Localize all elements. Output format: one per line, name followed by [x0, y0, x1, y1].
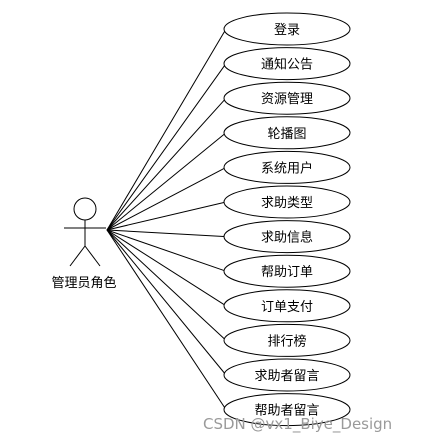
association-line — [106, 229, 227, 238]
use-case-label: 求助类型 — [261, 196, 313, 211]
use-case-label: 登录 — [274, 23, 300, 38]
use-case-label: 系统用户 — [261, 160, 313, 176]
use-case-12: 帮助者留言 — [223, 393, 351, 427]
use-case-4: 轮播图 — [223, 116, 351, 150]
association-line — [106, 201, 227, 231]
use-case-5: 系统用户 — [223, 150, 351, 184]
association-line — [106, 28, 227, 231]
association-line — [106, 229, 227, 307]
association-lines — [106, 28, 227, 410]
use-case-ellipse — [223, 358, 351, 392]
use-case-2: 通知公告 — [223, 47, 351, 81]
use-case-label: 帮助者留言 — [254, 404, 319, 419]
watermark: CSDN @vx1_Biye_Design — [203, 415, 393, 433]
use-case-ellipse — [223, 393, 351, 427]
use-case-ellipse — [223, 81, 351, 115]
actor-left-leg — [69, 245, 86, 267]
use-case-9: 订单支付 — [223, 289, 351, 323]
use-case-1: 登录 — [223, 12, 351, 46]
use-case-label: 排行榜 — [267, 333, 306, 349]
actor-label: 管理员角色 — [51, 275, 116, 291]
use-case-ellipse — [223, 289, 351, 323]
use-case-label: 轮播图 — [267, 127, 306, 142]
use-case-3: 资源管理 — [223, 81, 351, 115]
use-case-6: 求助类型 — [223, 185, 351, 219]
association-line — [106, 63, 227, 231]
use-case-label: 求助信息 — [261, 230, 313, 246]
use-case-7: 求助信息 — [223, 220, 351, 254]
use-case-ellipse — [223, 185, 351, 219]
association-line — [106, 166, 227, 231]
use-case-ellipse — [223, 116, 351, 150]
use-case-ellipse — [223, 220, 351, 254]
use-case-ellipse — [223, 47, 351, 81]
use-case-ellipse — [223, 254, 351, 288]
use-case-list: 登录通知公告资源管理轮播图系统用户求助类型求助信息帮助订单订单支付排行榜求助者留… — [223, 12, 351, 427]
association-line — [106, 229, 227, 272]
association-line — [106, 132, 227, 231]
use-case-label: 资源管理 — [261, 92, 313, 107]
association-line — [106, 97, 227, 231]
use-case-label: 订单支付 — [261, 300, 313, 315]
association-line — [106, 229, 227, 341]
use-case-ellipse — [223, 150, 351, 184]
use-case-10: 排行榜 — [223, 323, 351, 357]
actor-figure: 管理员角色 — [51, 197, 117, 291]
use-case-11: 求助者留言 — [223, 358, 351, 392]
use-case-8: 帮助订单 — [223, 254, 351, 288]
use-case-ellipse — [223, 323, 351, 357]
use-case-ellipse — [223, 12, 351, 46]
actor-right-leg — [84, 245, 101, 267]
association-line — [106, 229, 227, 410]
use-case-label: 通知公告 — [261, 57, 313, 73]
use-case-label: 帮助订单 — [261, 265, 313, 280]
actor-head — [73, 197, 97, 221]
use-case-label: 求助者留言 — [254, 369, 319, 384]
association-line — [106, 229, 227, 376]
